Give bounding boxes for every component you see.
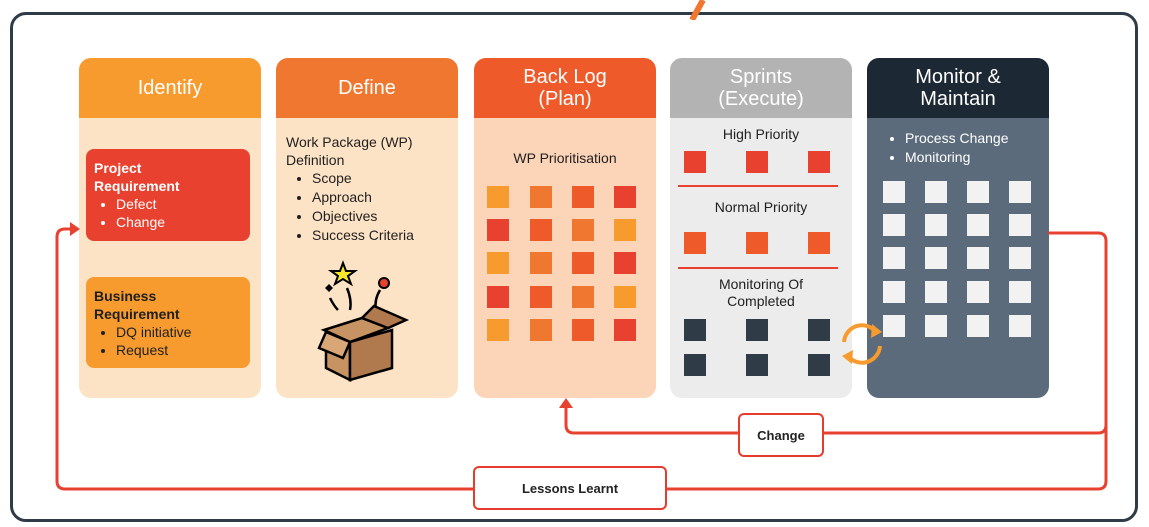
work-package-square	[1009, 315, 1031, 337]
swoosh-decoration	[689, 0, 706, 20]
work-package-square	[967, 214, 989, 236]
work-package-square	[1009, 281, 1031, 303]
define-title: Define	[338, 77, 396, 99]
work-package-square	[883, 281, 905, 303]
work-package-square	[530, 219, 552, 241]
sprints-column: Sprints (Execute) High Priority Normal P…	[670, 58, 852, 398]
work-package-square	[746, 151, 768, 173]
work-package-square	[808, 232, 830, 254]
change-label: Change	[738, 413, 824, 457]
list-item: Defect	[116, 195, 250, 213]
identify-title: Identify	[137, 77, 203, 99]
list-item: Monitoring	[905, 148, 1009, 167]
work-package-square	[808, 354, 830, 376]
business-requirement-list: DQ initiative Request	[86, 323, 250, 359]
work-package-square	[614, 286, 636, 308]
monitor-header: Monitor & Maintain	[867, 58, 1049, 118]
backlog-title: Back Log (Plan)	[523, 66, 607, 110]
work-package-square	[883, 181, 905, 203]
list-item: Scope	[312, 169, 414, 188]
work-package-square	[572, 286, 594, 308]
lessons-learnt-label: Lessons Learnt	[473, 466, 667, 510]
work-package-square	[1009, 247, 1031, 269]
work-package-square	[530, 319, 552, 341]
list-item: Objectives	[312, 207, 414, 226]
high-priority-label: High Priority	[722, 126, 800, 142]
list-item: Request	[116, 341, 250, 359]
work-package-square	[746, 232, 768, 254]
work-package-square	[967, 315, 989, 337]
define-header: Define	[276, 58, 458, 118]
work-package-square	[487, 219, 509, 241]
work-package-square	[487, 319, 509, 341]
work-package-square	[746, 319, 768, 341]
work-package-square	[614, 252, 636, 274]
define-column: Define Work Package (WP) Definition Scop…	[276, 58, 458, 398]
monitor-list: Process Change Monitoring	[867, 129, 1009, 167]
list-item: DQ initiative	[116, 323, 250, 341]
list-item: Approach	[312, 188, 414, 207]
work-package-square	[487, 286, 509, 308]
list-item: Change	[116, 213, 250, 231]
diagram-frame	[10, 12, 1138, 522]
cycle-arrows-icon	[842, 323, 882, 365]
work-package-square	[487, 186, 509, 208]
work-package-square	[684, 319, 706, 341]
work-package-square	[925, 181, 947, 203]
work-package-square	[614, 319, 636, 341]
work-package-square	[1009, 181, 1031, 203]
sprints-title: Sprints (Execute)	[718, 66, 804, 110]
business-requirement-box: Business Requirement DQ initiative Reque…	[86, 277, 250, 368]
define-list: Scope Approach Objectives Success Criter…	[290, 169, 414, 245]
divider	[678, 185, 838, 187]
work-package-square	[684, 232, 706, 254]
change-text: Change	[757, 427, 805, 443]
work-package-square	[530, 186, 552, 208]
project-requirement-box: Project Requirement Defect Change	[86, 149, 250, 241]
work-package-square	[808, 319, 830, 341]
backlog-subtitle: WP Prioritisation	[513, 150, 617, 166]
list-item: Process Change	[905, 129, 1009, 148]
monitor-title: Monitor & Maintain	[915, 66, 1001, 110]
divider	[678, 267, 838, 269]
identify-header: Identify	[79, 58, 261, 118]
define-heading: Work Package (WP) Definition	[286, 134, 413, 168]
work-package-square	[572, 319, 594, 341]
work-package-square	[614, 219, 636, 241]
work-package-square	[530, 252, 552, 274]
backlog-header: Back Log (Plan)	[474, 58, 656, 118]
work-package-square	[572, 219, 594, 241]
project-requirement-list: Defect Change	[86, 195, 250, 231]
open-box-star-icon	[317, 260, 410, 383]
monitoring-completed-label: Monitoring Of Completed	[718, 276, 804, 309]
work-package-square	[925, 247, 947, 269]
work-package-square	[925, 281, 947, 303]
work-package-square	[572, 252, 594, 274]
work-package-square	[1009, 214, 1031, 236]
sprints-header: Sprints (Execute)	[670, 58, 852, 118]
work-package-square	[925, 214, 947, 236]
work-package-square	[967, 247, 989, 269]
work-package-square	[808, 151, 830, 173]
normal-priority-label: Normal Priority	[714, 199, 808, 215]
lessons-learnt-text: Lessons Learnt	[521, 480, 619, 496]
work-package-square	[967, 281, 989, 303]
work-package-square	[487, 252, 509, 274]
work-package-square	[883, 315, 905, 337]
work-package-square	[684, 354, 706, 376]
project-requirement-title: Project Requirement	[94, 160, 180, 194]
work-package-square	[530, 286, 552, 308]
work-package-square	[614, 186, 636, 208]
work-package-square	[883, 247, 905, 269]
business-requirement-title: Business Requirement	[94, 288, 180, 322]
list-item: Success Criteria	[312, 226, 414, 245]
work-package-square	[746, 354, 768, 376]
work-package-square	[925, 315, 947, 337]
work-package-square	[572, 186, 594, 208]
work-package-square	[684, 151, 706, 173]
work-package-square	[883, 214, 905, 236]
work-package-square	[967, 181, 989, 203]
